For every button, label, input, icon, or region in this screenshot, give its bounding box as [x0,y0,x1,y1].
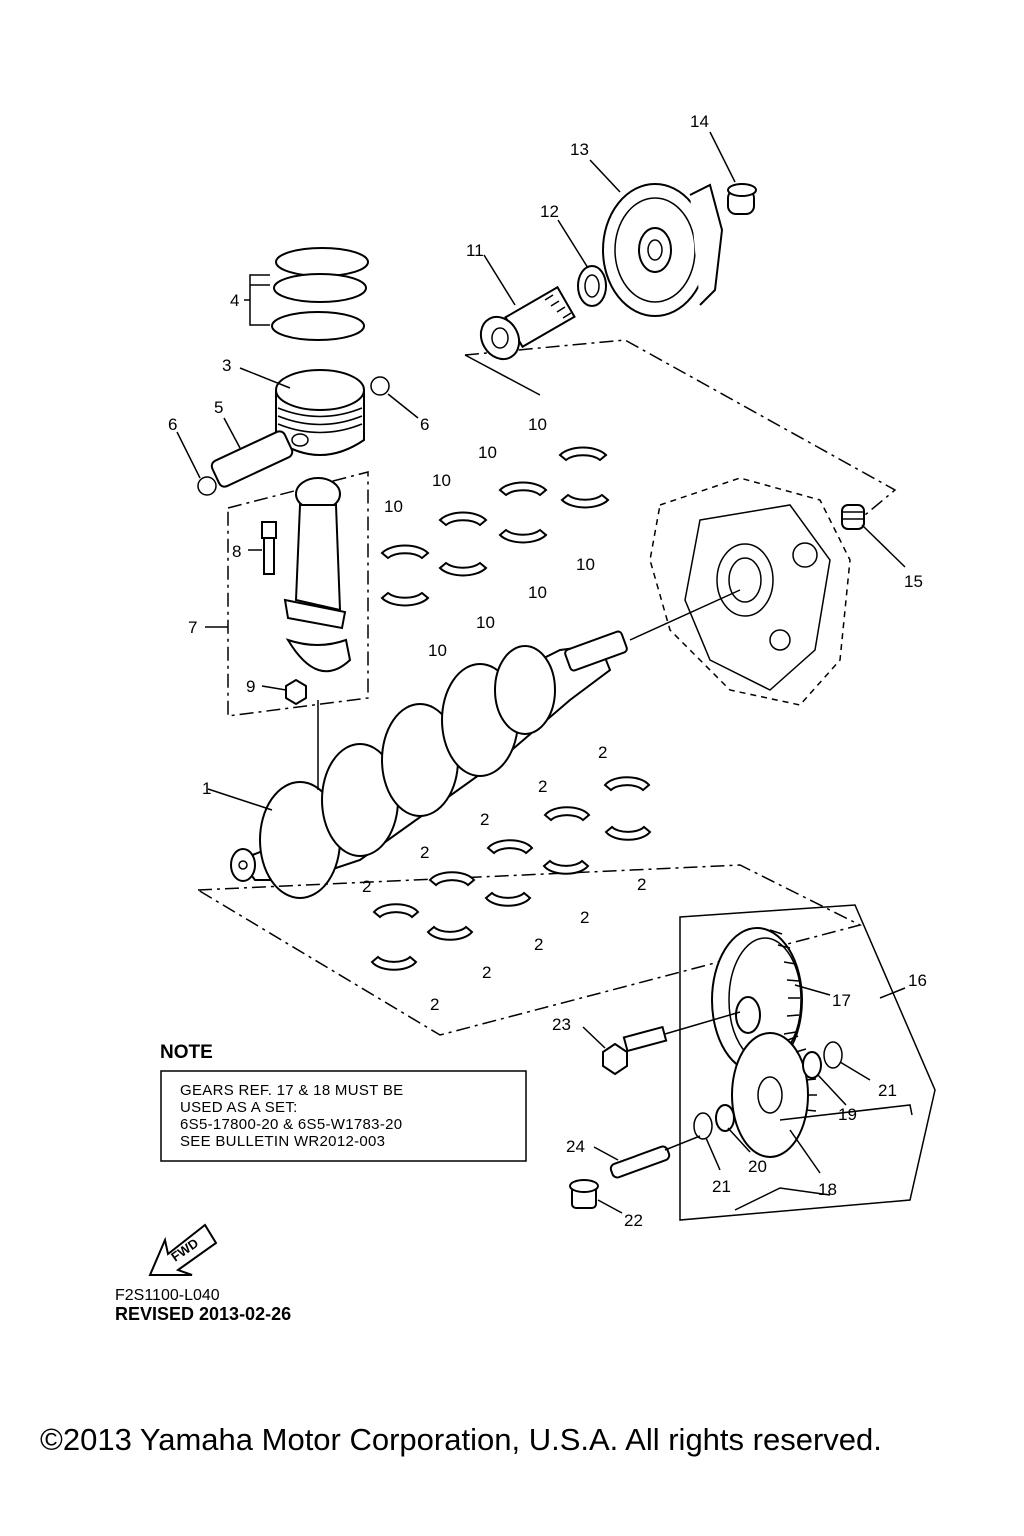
callout-17: 17 [832,991,851,1010]
callout-6: 6 [420,415,429,434]
part-6-clip-left [197,476,217,496]
callout-labels: 1 2 2 2 2 2 2 2 2 2 2 3 4 5 6 6 7 8 9 10… [168,112,927,1230]
note-line-2: USED AS A SET: [180,1099,298,1116]
note-box [160,1070,527,1162]
callout-24: 24 [566,1137,585,1156]
callout-21: 21 [712,1177,731,1196]
callout-4: 4 [230,291,239,310]
copyright-notice: ©2013 Yamaha Motor Corporation, U.S.A. A… [40,1422,882,1457]
callout-7: 7 [188,618,197,637]
callout-3: 3 [222,356,231,375]
note-block: NOTE GEARS REF. 17 & 18 MUST BE USED AS … [160,1042,527,1162]
part-13-coupling [602,183,724,317]
callout-10: 10 [384,497,403,516]
part-12-washer [577,265,607,307]
part-23-bolt [602,1025,668,1076]
callout-21: 21 [878,1081,897,1100]
callout-2: 2 [420,843,429,862]
note-line-1: GEARS REF. 17 & 18 MUST BE [180,1082,403,1099]
note-line-3: 6S5-17800-20 & 6S5-W1783-20 [180,1116,402,1133]
callout-1: 1 [202,779,211,798]
callout-20: 20 [748,1157,767,1176]
part-1-crankshaft [230,630,628,899]
part-15-damper [841,504,865,530]
part-9-rod-nut [285,678,307,706]
note-title: NOTE [160,1042,213,1063]
callout-13: 13 [570,140,589,159]
part-19-washer [802,1051,822,1079]
diagram-code: F2S1100-L040 [115,1287,220,1304]
part-21-circlip-upper [823,1041,843,1069]
callout-18: 18 [818,1180,837,1199]
fwd-arrow-icon: FWD [148,1223,218,1276]
callout-10: 10 [476,613,495,632]
callout-10: 10 [528,583,547,602]
callout-9: 9 [246,677,255,696]
callout-10: 10 [428,641,447,660]
callout-10: 10 [432,471,451,490]
callout-12: 12 [540,202,559,221]
crankcase-housing [649,477,851,706]
callout-2: 2 [480,810,489,829]
part-4-piston-rings [271,247,369,341]
part-8-rod-bolt [261,521,277,575]
part-21-circlip-lower [693,1112,713,1140]
leader-lines [176,131,913,1214]
gear-assembly-outline [679,904,936,1221]
callout-5: 5 [214,398,223,417]
part-6-clip-right [370,376,390,396]
callout-2: 2 [598,743,607,762]
callout-2: 2 [482,963,491,982]
callout-16: 16 [908,971,927,990]
part-10-bearings [380,446,610,607]
part-2-main-bearings [370,776,652,971]
callout-8: 8 [232,542,241,561]
coupler-assembly-outline [464,339,897,516]
callout-2: 2 [580,908,589,927]
part-5-piston-pin [210,430,294,488]
part-22-bushing [569,1179,599,1209]
callout-10: 10 [478,443,497,462]
part-3-piston [275,369,365,456]
callout-2: 2 [534,935,543,954]
callout-10: 10 [528,415,547,434]
part-18-gear [731,1032,817,1158]
conrod-assembly-outline [227,471,369,717]
callout-14: 14 [690,112,709,131]
callout-2: 2 [637,875,646,894]
callout-15: 15 [904,572,923,591]
callout-2: 2 [430,995,439,1014]
part-7-connecting-rod [283,477,352,673]
callout-19: 19 [838,1105,857,1124]
part-14-damper [727,183,757,215]
callout-22: 22 [624,1211,643,1230]
callout-11: 11 [466,241,484,260]
revised-date: REVISED 2013-02-26 [115,1304,291,1324]
part-24-shaft [609,1145,671,1179]
callout-2: 2 [362,877,371,896]
callout-6: 6 [168,415,177,434]
part-20-washer [715,1104,735,1132]
callout-23: 23 [552,1015,571,1034]
callout-10: 10 [576,555,595,574]
callout-2: 2 [538,777,547,796]
note-line-4: SEE BULLETIN WR2012-003 [180,1133,385,1150]
part-11-coupler-shaft [479,285,576,361]
